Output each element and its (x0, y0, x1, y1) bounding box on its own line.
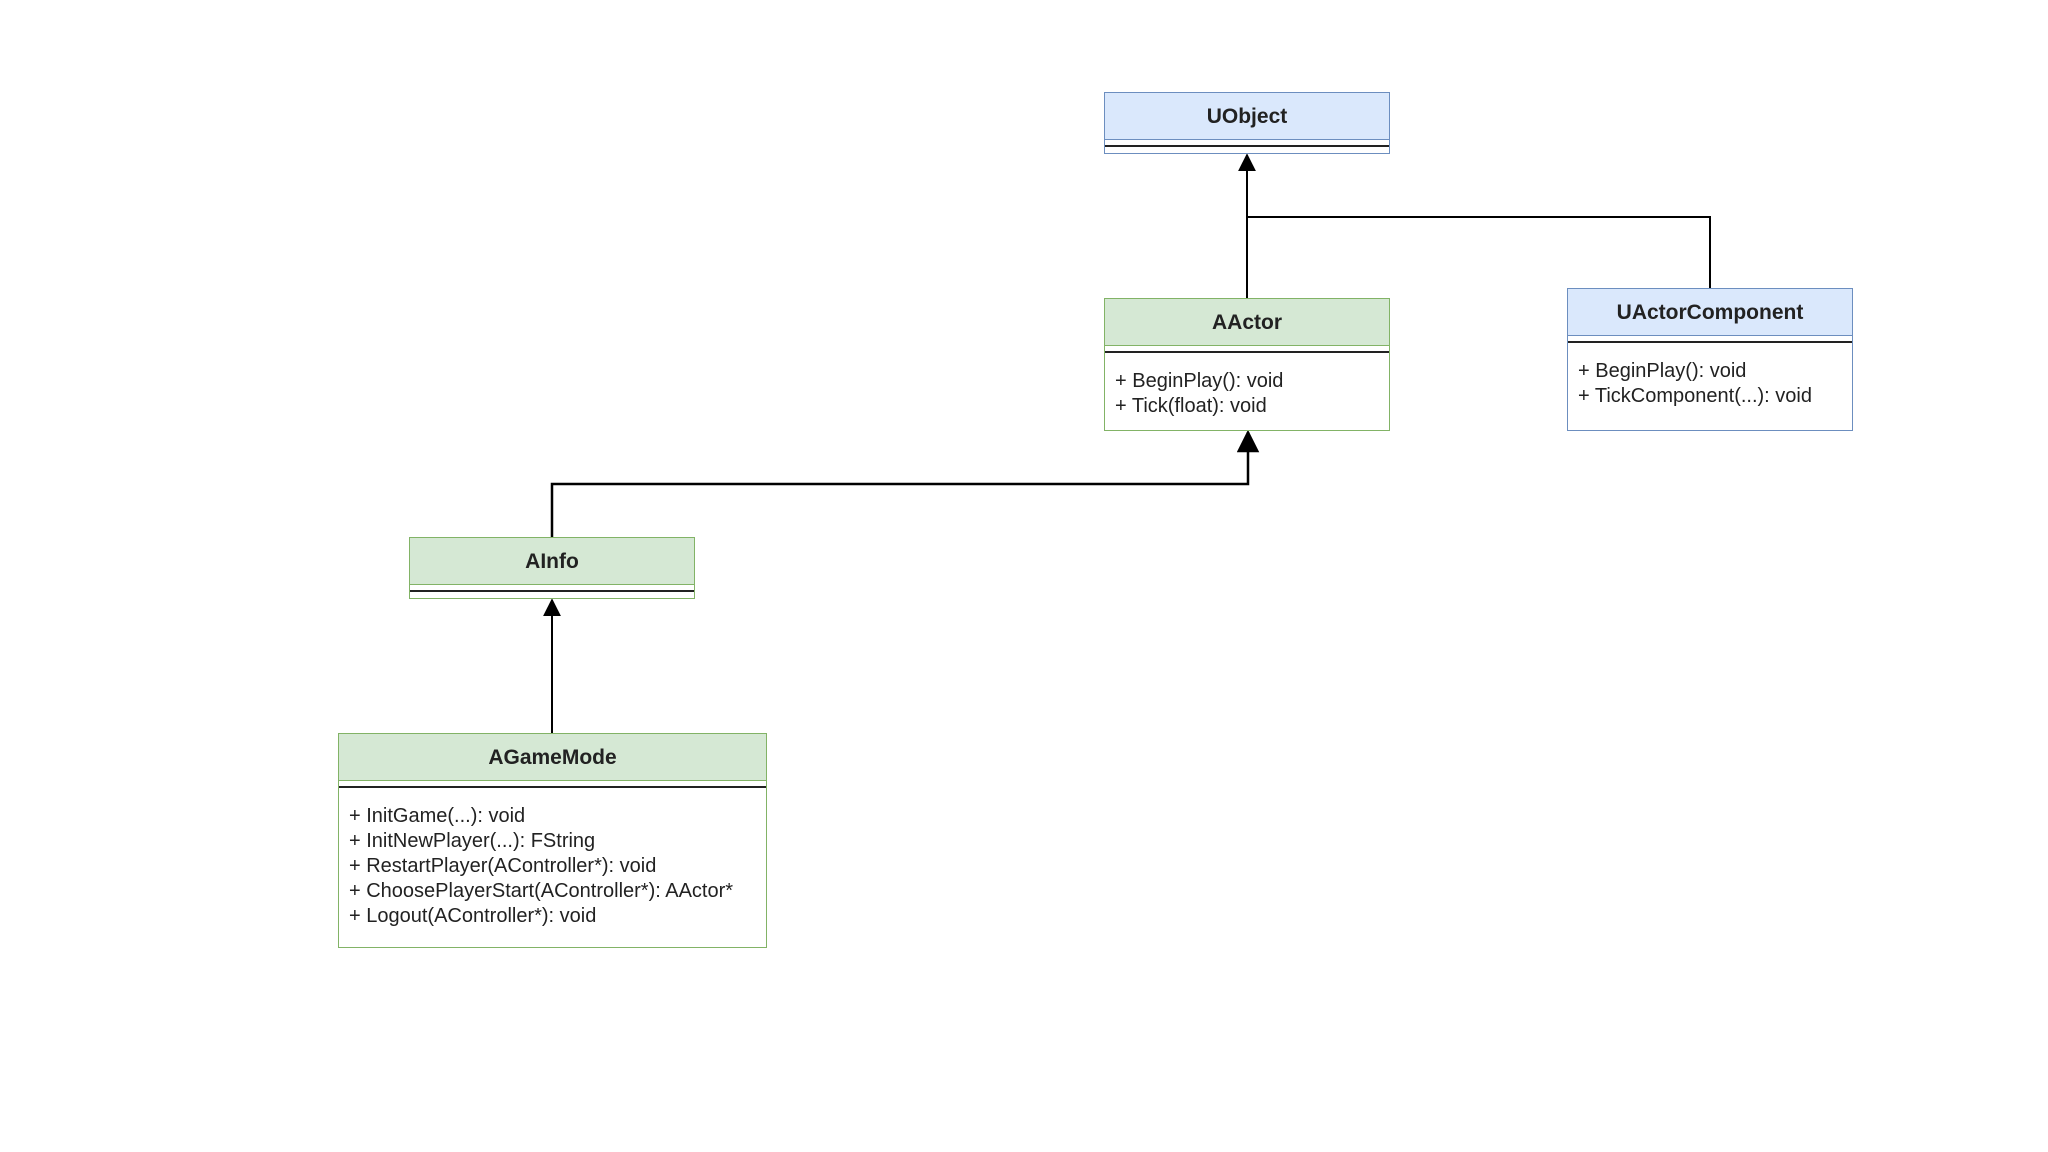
class-agamemode-divider (339, 786, 766, 788)
method: + InitNewPlayer(...): FString (349, 830, 596, 852)
class-uactorcomponent-name: UActorComponent (1568, 289, 1852, 336)
class-uactorcomponent[interactable]: UActorComponent + BeginPlay(): void + Ti… (1567, 288, 1853, 431)
class-ainfo[interactable]: AInfo (409, 537, 695, 599)
class-agamemode[interactable]: AGameMode + InitGame(...): void + InitNe… (338, 733, 767, 948)
class-agamemode-methods: + InitGame(...): void + InitNewPlayer(..… (339, 788, 766, 929)
method: + InitGame(...): void (349, 805, 526, 827)
class-aactor-methods: + BeginPlay(): void + Tick(float): void (1105, 353, 1389, 419)
class-uobject-name: UObject (1105, 93, 1389, 140)
class-uobject[interactable]: UObject (1104, 92, 1390, 154)
class-agamemode-name: AGameMode (339, 734, 766, 781)
edge-ainfo-to-aactor (550, 429, 1260, 537)
edge-uactorcomponent-to-uobject (1247, 216, 1711, 288)
class-aactor[interactable]: AActor + BeginPlay(): void + Tick(float)… (1104, 298, 1390, 431)
class-ainfo-name: AInfo (410, 538, 694, 585)
method: + ChoosePlayerStart(AController*): AActo… (349, 880, 734, 902)
method: + Logout(AController*): void (349, 905, 597, 927)
class-uobject-divider (1105, 145, 1389, 147)
class-ainfo-divider (410, 590, 694, 592)
class-uactorcomponent-divider (1568, 341, 1852, 343)
method: + BeginPlay(): void (1115, 370, 1284, 392)
method: + RestartPlayer(AController*): void (349, 855, 657, 877)
class-aactor-name: AActor (1105, 299, 1389, 346)
method: + BeginPlay(): void (1578, 360, 1747, 382)
class-aactor-divider (1105, 351, 1389, 353)
class-uactorcomponent-methods: + BeginPlay(): void + TickComponent(...)… (1568, 343, 1852, 409)
method: + TickComponent(...): void (1578, 385, 1812, 407)
method: + Tick(float): void (1115, 395, 1267, 417)
